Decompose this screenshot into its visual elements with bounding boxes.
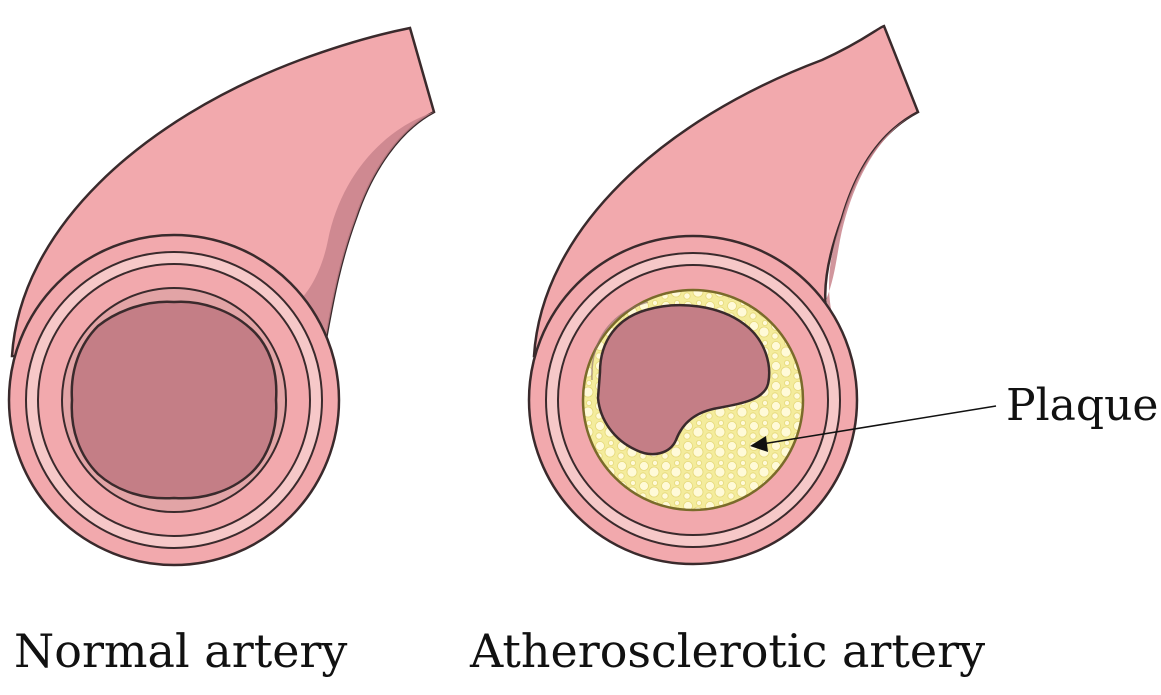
normal-artery-illustration	[9, 28, 434, 565]
plaque-label: Plaque	[1006, 384, 1158, 428]
atherosclerotic-artery-label: Atherosclerotic artery	[470, 628, 985, 674]
normal-artery-label: Normal artery	[14, 628, 347, 674]
atherosclerotic-artery-illustration	[529, 26, 918, 564]
normal-lumen	[72, 302, 277, 499]
